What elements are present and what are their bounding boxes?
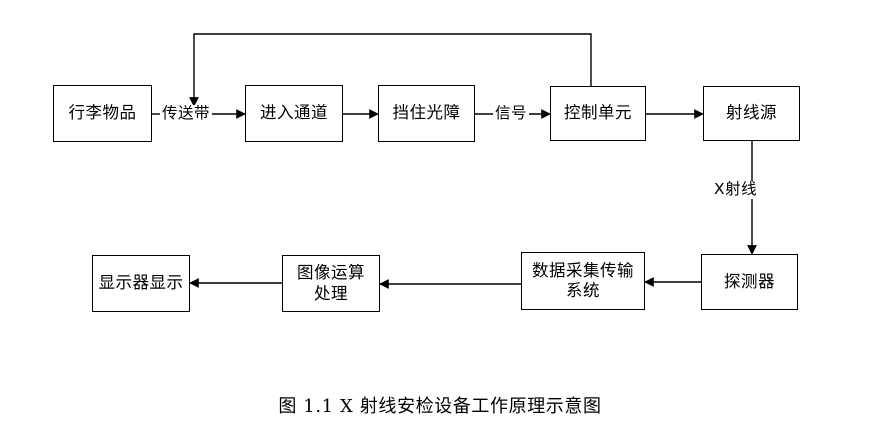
edge-label-signal: 信号: [493, 104, 530, 123]
node-image-processing-line-2: 处理: [314, 283, 348, 303]
node-data-acquisition-system-line-2: 系统: [566, 281, 600, 300]
node-detector[interactable]: 探测器: [701, 254, 798, 310]
connector-control-feedback-loop: [189, 33, 592, 107]
node-image-processing[interactable]: 图像运算 处理: [282, 255, 380, 312]
node-ray-source[interactable]: 射线源: [703, 86, 800, 141]
node-control-unit[interactable]: 控制单元: [550, 86, 646, 141]
node-light-barrier-line-1: 挡住光障: [392, 103, 461, 123]
node-entry-tunnel-line-1: 进入通道: [260, 103, 328, 123]
figure-caption: 图 1.1 X 射线安检设备工作原理示意图: [278, 396, 602, 417]
node-control-unit-line-1: 控制单元: [564, 103, 632, 123]
node-image-processing-line-1: 图像运算: [297, 263, 365, 283]
node-baggage-line-1: 行李物品: [68, 103, 137, 123]
node-data-acquisition-system[interactable]: 数据采集传输 系统: [521, 252, 645, 310]
node-baggage[interactable]: 行李物品: [53, 85, 152, 142]
node-entry-tunnel[interactable]: 进入通道: [245, 85, 343, 142]
node-ray-source-line-1: 射线源: [726, 103, 777, 123]
edge-label-conveyor-belt: 传送带: [160, 104, 213, 123]
node-monitor-display-line-1: 显示器显示: [98, 273, 184, 293]
node-monitor-display[interactable]: 显示器显示: [92, 255, 190, 312]
node-data-acquisition-system-line-1: 数据采集传输: [532, 260, 634, 280]
node-light-barrier[interactable]: 挡住光障: [378, 85, 475, 142]
edge-label-xray: X射线: [712, 180, 760, 199]
node-detector-line-1: 探测器: [724, 271, 775, 291]
